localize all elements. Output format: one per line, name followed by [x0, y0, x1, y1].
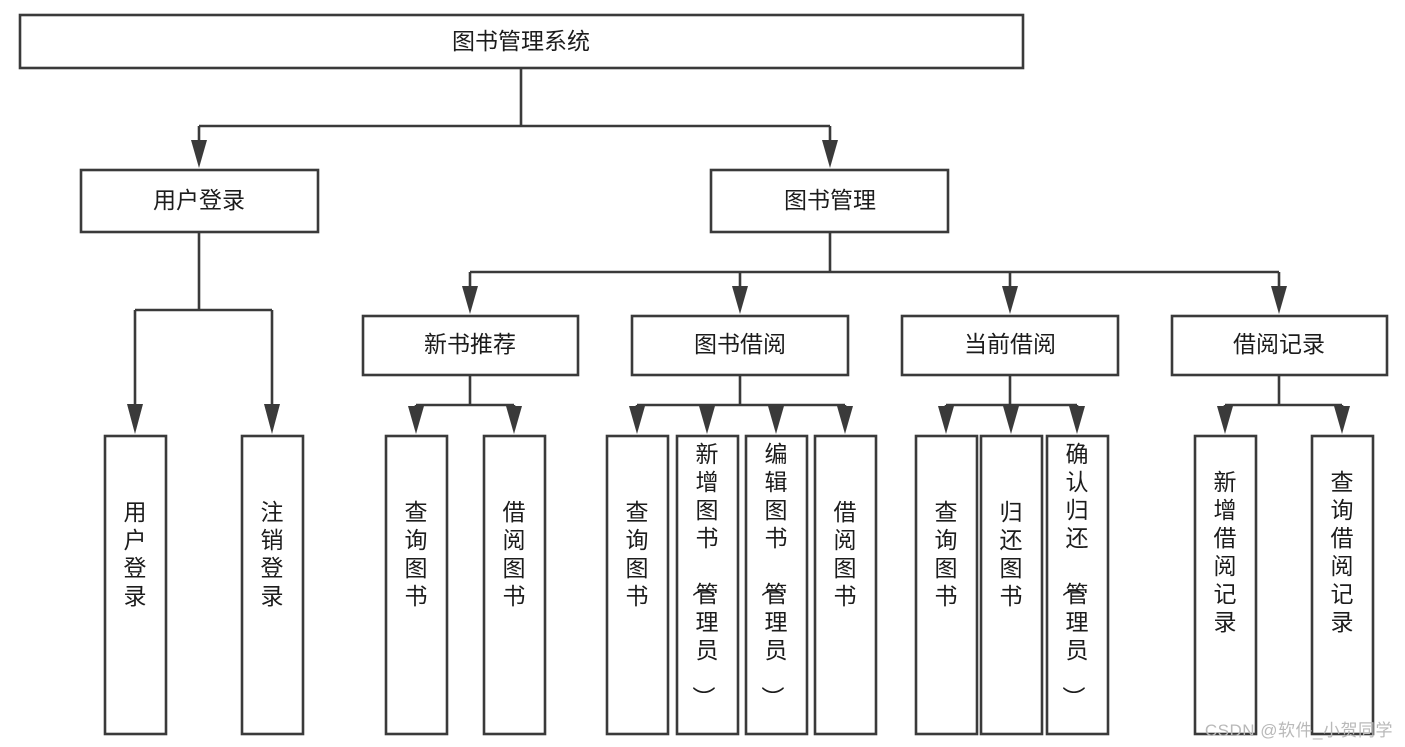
leaf-query-book-2-label: 查询图书: [626, 499, 649, 609]
connector-group-new-book-rec: [408, 375, 522, 434]
node-current-borrow[interactable]: 当前借阅: [900, 314, 1120, 377]
node-user-login-box[interactable]: [79, 168, 320, 234]
leaf-borrow-book-1[interactable]: 借阅图书: [482, 434, 547, 736]
arrow-head-new-book-rec: [462, 286, 478, 314]
leaf-return-book[interactable]: 归还图书: [979, 434, 1044, 736]
leaf-query-book-1-label: 查询图书: [405, 499, 428, 609]
arrow-head-leaf-edit-book: [768, 406, 784, 434]
leaf-borrow-book-1-label: 借阅图书: [503, 499, 526, 609]
node-root-label: 图书管理系统: [452, 28, 590, 54]
leaf-add-book[interactable]: 新增图书（管理员）: [675, 434, 740, 736]
leaf-query-book-3-label: 查询图书: [935, 499, 958, 609]
connector-group-borrow-record: [1217, 375, 1350, 434]
arrow-head-leaf-add-record: [1217, 406, 1233, 434]
node-book-borrow[interactable]: 图书借阅: [630, 314, 850, 377]
arrow-head-leaf-query-book-1: [408, 406, 424, 434]
arrow-head-leaf-add-book: [699, 406, 715, 434]
arrow-head-borrow-record: [1271, 286, 1287, 314]
node-user-login-label: 用户登录: [153, 187, 245, 213]
node-borrow-record-label: 借阅记录: [1233, 331, 1325, 357]
leaf-add-record-box[interactable]: [1193, 434, 1258, 736]
node-new-book-rec[interactable]: 新书推荐: [361, 314, 580, 377]
leaf-query-record-label: 查询借阅记录: [1331, 469, 1354, 635]
leaf-query-book-3-box[interactable]: [914, 434, 979, 736]
leaf-confirm-return-label: 确认归还（管理员）: [1061, 441, 1089, 709]
leaf-edit-book[interactable]: 编辑图书（管理员）: [744, 434, 809, 736]
node-user-login[interactable]: 用户登录: [79, 168, 320, 234]
leaf-query-record[interactable]: 查询借阅记录: [1310, 434, 1375, 736]
arrow-head-current-borrow: [1002, 286, 1018, 314]
csdn-watermark: CSDN @软件_小贺同学: [1204, 721, 1393, 740]
leaf-borrow-book-2-box[interactable]: [813, 434, 878, 736]
arrow-head-leaf-user-login: [127, 404, 143, 434]
node-book-manage-label: 图书管理: [784, 187, 876, 213]
arrow-head-book-borrow: [732, 286, 748, 314]
arrow-head-leaf-query-book-2: [629, 406, 645, 434]
leaf-query-book-2-box[interactable]: [605, 434, 670, 736]
node-book-manage[interactable]: 图书管理: [709, 168, 950, 234]
leaf-query-book-1-box[interactable]: [384, 434, 449, 736]
leaf-logout-login-box[interactable]: [240, 434, 305, 736]
leaf-edit-book-box[interactable]: [744, 434, 809, 736]
node-borrow-record[interactable]: 借阅记录: [1170, 314, 1389, 377]
leaf-return-book-label: 归还图书: [1000, 499, 1023, 609]
leaf-logout-login-label: 注销登录: [261, 499, 284, 609]
leaf-return-book-box[interactable]: [979, 434, 1044, 736]
node-current-borrow-box[interactable]: [900, 314, 1120, 377]
arrow-head-book-manage: [822, 140, 838, 168]
node-root[interactable]: 图书管理系统: [18, 13, 1025, 70]
leaf-add-record-label: 新增借阅记录: [1214, 469, 1237, 635]
leaf-query-book-1[interactable]: 查询图书: [384, 434, 449, 736]
leaf-add-book-box[interactable]: [675, 434, 740, 736]
leaf-query-book-3[interactable]: 查询图书: [914, 434, 979, 736]
leaf-user-login-label: 用户登录: [124, 499, 147, 609]
node-borrow-record-box[interactable]: [1170, 314, 1389, 377]
leaf-user-login[interactable]: 用户登录: [103, 434, 168, 736]
leaf-user-login-box[interactable]: [103, 434, 168, 736]
leaf-edit-book-label: 编辑图书（管理员）: [760, 441, 788, 709]
arrow-head-leaf-confirm-return: [1069, 406, 1085, 434]
leaf-confirm-return-box[interactable]: [1045, 434, 1110, 736]
connector-group-user-login: [127, 232, 280, 434]
connector-group-current-borrow: [938, 375, 1085, 434]
arrow-head-leaf-return-book: [1003, 406, 1019, 434]
leaf-borrow-book-1-box[interactable]: [482, 434, 547, 736]
node-current-borrow-label: 当前借阅: [964, 331, 1056, 357]
leaf-add-book-label: 新增图书（管理员）: [691, 441, 719, 709]
leaf-borrow-book-2[interactable]: 借阅图书: [813, 434, 878, 736]
arrow-head-leaf-query-record: [1334, 406, 1350, 434]
node-book-manage-box[interactable]: [709, 168, 950, 234]
arrow-head-user-login: [191, 140, 207, 168]
arrow-head-leaf-logout-login: [264, 404, 280, 434]
leaf-borrow-book-2-label: 借阅图书: [834, 499, 857, 609]
leaf-query-record-box[interactable]: [1310, 434, 1375, 736]
node-root-box[interactable]: [18, 13, 1025, 70]
leaf-confirm-return[interactable]: 确认归还（管理员）: [1045, 434, 1110, 736]
leaf-logout-login[interactable]: 注销登录: [240, 434, 305, 736]
connector-group-book-manage: [462, 232, 1287, 314]
leaf-query-book-2[interactable]: 查询图书: [605, 434, 670, 736]
node-new-book-rec-box[interactable]: [361, 314, 580, 377]
arrow-head-leaf-query-book-3: [938, 406, 954, 434]
arrow-head-leaf-borrow-book-1: [506, 406, 522, 434]
node-book-borrow-box[interactable]: [630, 314, 850, 377]
connector-group-root: [191, 68, 838, 168]
node-book-borrow-label: 图书借阅: [694, 331, 786, 357]
connector-group-book-borrow: [629, 375, 853, 434]
node-new-book-rec-label: 新书推荐: [424, 331, 516, 357]
leaf-add-record[interactable]: 新增借阅记录: [1193, 434, 1258, 736]
arrow-head-leaf-borrow-book-2: [837, 406, 853, 434]
